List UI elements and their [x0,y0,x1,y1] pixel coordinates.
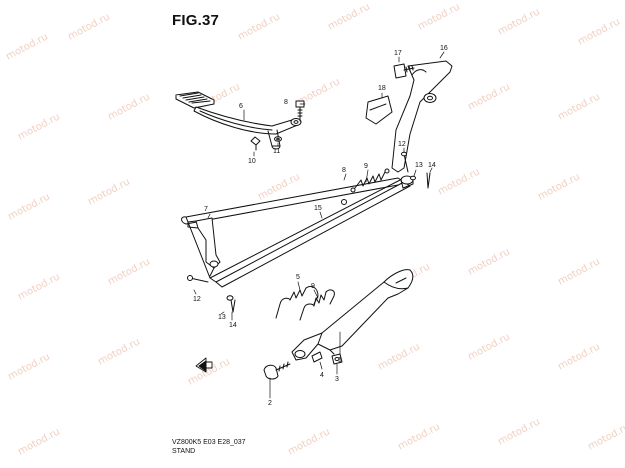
watermark-text: motod.ru [66,11,112,42]
brake-arm [187,217,221,277]
callout-labels: 6 8 10 11 17 16 18 9 8 12 13 14 15 7 12 … [193,45,448,407]
watermark-text: motod.ru [16,426,62,457]
pin-12-left [187,275,209,283]
watermark-text: motod.ru [466,331,512,362]
watermark-text: motod.ru [416,1,462,32]
clip-13-right [410,175,416,181]
callout-11: 11 [273,148,280,155]
spring-9 [350,168,390,193]
callout-12-left: 12 [193,296,201,303]
springs-5 [275,285,335,321]
stand-shaft [181,177,411,288]
watermark-text: motod.ru [436,166,482,197]
watermark-text: motod.ru [536,171,582,202]
callout-14-left: 14 [229,322,237,329]
stand-tab-4 [311,351,323,363]
watermark-text: motod.ru [286,426,332,457]
callout-4: 4 [320,372,324,379]
cotter-14-right [426,172,431,189]
callout-3: 3 [335,376,339,383]
callout-17: 17 [394,50,402,57]
watermark-text: motod.ru [556,256,602,287]
watermark-text: motod.ru [106,91,152,122]
callout-8b: 8 [342,167,346,174]
watermark-text: motod.ru [106,256,152,287]
watermark-text: motod.ru [496,6,542,37]
callout-13-right: 13 [415,162,423,169]
rubber-stop-18 [365,95,393,125]
callout-5: 5 [296,274,300,281]
watermark-text: motod.ru [496,416,542,447]
bolt-10 [250,136,261,151]
front-arrow-icon [195,357,213,373]
leader-lines [193,51,445,399]
callout-1: 1 [338,357,342,364]
watermark-text: motod.ru [556,91,602,122]
watermark-text: motod.ru [376,341,422,372]
watermark-text: motod.ru [396,421,442,452]
watermark-text: motod.ru [86,176,132,207]
clip-13-left [226,295,234,301]
callout-16: 16 [440,45,448,52]
washer-11 [274,136,282,142]
callout-14-right: 14 [428,162,436,169]
cotter-14-left [230,299,236,313]
watermark-text: motod.ru [466,246,512,277]
watermark-text: motod.ru [16,271,62,302]
watermark-text: motod.ru [6,191,52,222]
watermark-text: motod.ru [236,11,282,42]
watermark-text: motod.ru [326,1,372,32]
callout-13-left: 13 [218,314,226,321]
figure-code: VZ800K5 E03 E28_037 [172,439,246,446]
callout-2: 2 [268,400,272,407]
callout-8: 8 [284,99,288,106]
watermark-text: motod.ru [6,351,52,382]
figure-title: FIG.37 [172,12,220,29]
callout-9: 9 [364,163,368,170]
callout-10: 10 [248,158,256,165]
pin-12-right [401,151,409,173]
watermark-text: motod.ru [586,421,625,452]
figure-name: STAND [172,448,196,455]
watermark-text: motod.ru [556,341,602,372]
callout-9b: 9 [311,283,315,290]
bolt-17 [393,63,415,79]
callout-18: 18 [378,85,386,92]
watermark-text: motod.ru [466,81,512,112]
callout-6: 6 [239,103,243,110]
watermark-text: motod.ru [576,16,622,47]
side-stand [291,269,414,361]
brake-pedal [175,91,302,150]
watermark-text: motod.ru [4,31,50,62]
watermark-text: motod.ru [186,356,232,387]
watermark-text: motod.ru [96,336,142,367]
stand-bracket [391,60,453,173]
watermark-text: motod.ru [16,111,62,142]
bolt-2 [263,361,291,380]
callout-12-right: 12 [398,141,406,148]
callout-15: 15 [314,205,322,212]
callout-7: 7 [204,206,208,213]
nut-3 [331,353,343,365]
